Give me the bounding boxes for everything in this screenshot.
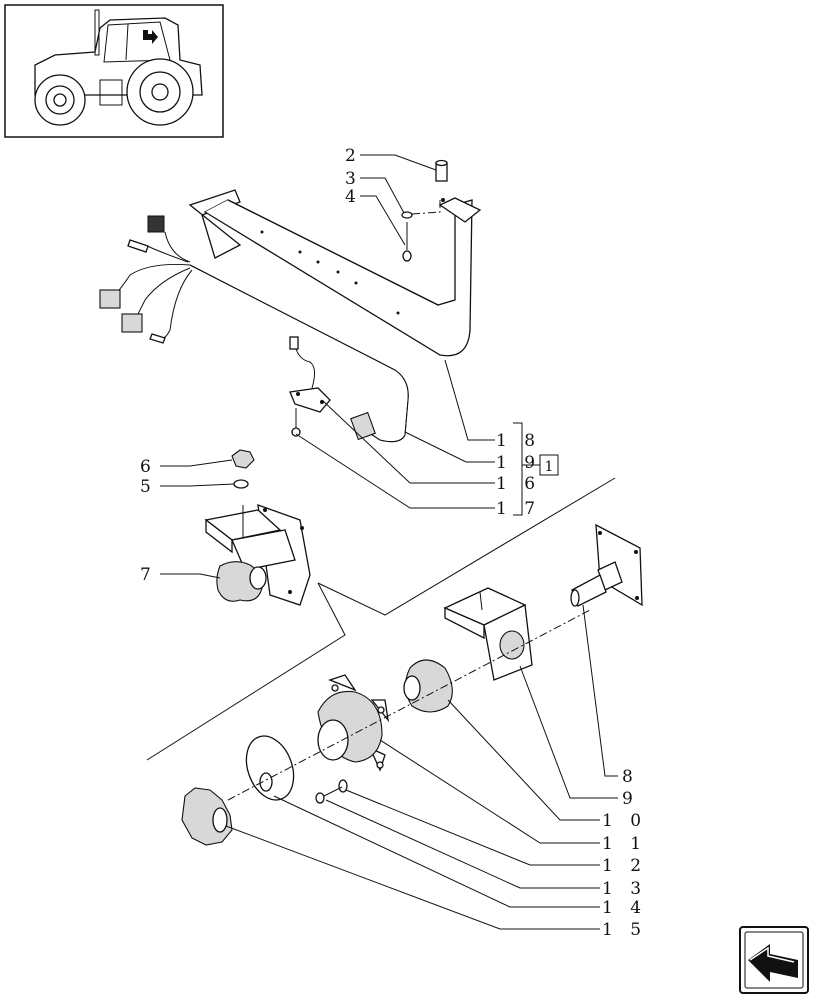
- label-2: 2: [345, 146, 362, 166]
- spacer-sleeve: [435, 159, 448, 182]
- label-8: 8: [622, 767, 639, 787]
- label-19: 1 9: [496, 453, 541, 473]
- label-4: 4: [345, 187, 362, 207]
- leader-lines: [160, 154, 618, 930]
- washer-5: [233, 479, 249, 489]
- stud-plate: [570, 523, 643, 607]
- label-6: 6: [140, 457, 157, 477]
- label-18: 1 8: [496, 431, 541, 451]
- mount-assembly: [204, 504, 311, 606]
- label-5: 5: [140, 477, 157, 497]
- bolt: [315, 786, 343, 804]
- label-9: 9: [622, 789, 639, 809]
- housing: [317, 674, 390, 772]
- cap: [403, 659, 453, 713]
- label-10: 1 0: [602, 811, 647, 831]
- location-marker-icon: [143, 30, 158, 44]
- kit-reference-number: 1: [545, 459, 554, 475]
- star-knob: [181, 787, 233, 846]
- angle-bracket: [443, 587, 533, 681]
- label-13: 1 3: [602, 879, 647, 899]
- label-11: 1 1: [602, 834, 647, 854]
- conical-washer: [245, 735, 295, 801]
- kit-reference-box: 1: [539, 454, 559, 476]
- tractor-icon: [34, 9, 203, 126]
- label-12: 1 2: [602, 856, 647, 876]
- label-16: 1 6: [496, 474, 541, 494]
- wiring-harness: [99, 215, 409, 443]
- screw: [402, 222, 412, 262]
- part-labels: 2 3 4 6 5 7 1 8 1 9 1 6 1 7 8 9 1 0 1 1 …: [140, 146, 647, 940]
- support-bracket: [188, 189, 482, 357]
- label-14: 1 4: [602, 898, 647, 918]
- label-15: 1 5: [602, 920, 647, 940]
- nut: [231, 449, 255, 469]
- label-17: 1 7: [496, 499, 541, 519]
- previous-page-button[interactable]: [739, 926, 809, 994]
- washer: [401, 211, 413, 219]
- label-3: 3: [345, 169, 362, 189]
- tractor-thumbnail[interactable]: [4, 4, 224, 138]
- sensor: [289, 336, 331, 413]
- label-7: 7: [140, 565, 157, 585]
- small-washer: [338, 779, 348, 793]
- sensor-screw: [291, 408, 301, 437]
